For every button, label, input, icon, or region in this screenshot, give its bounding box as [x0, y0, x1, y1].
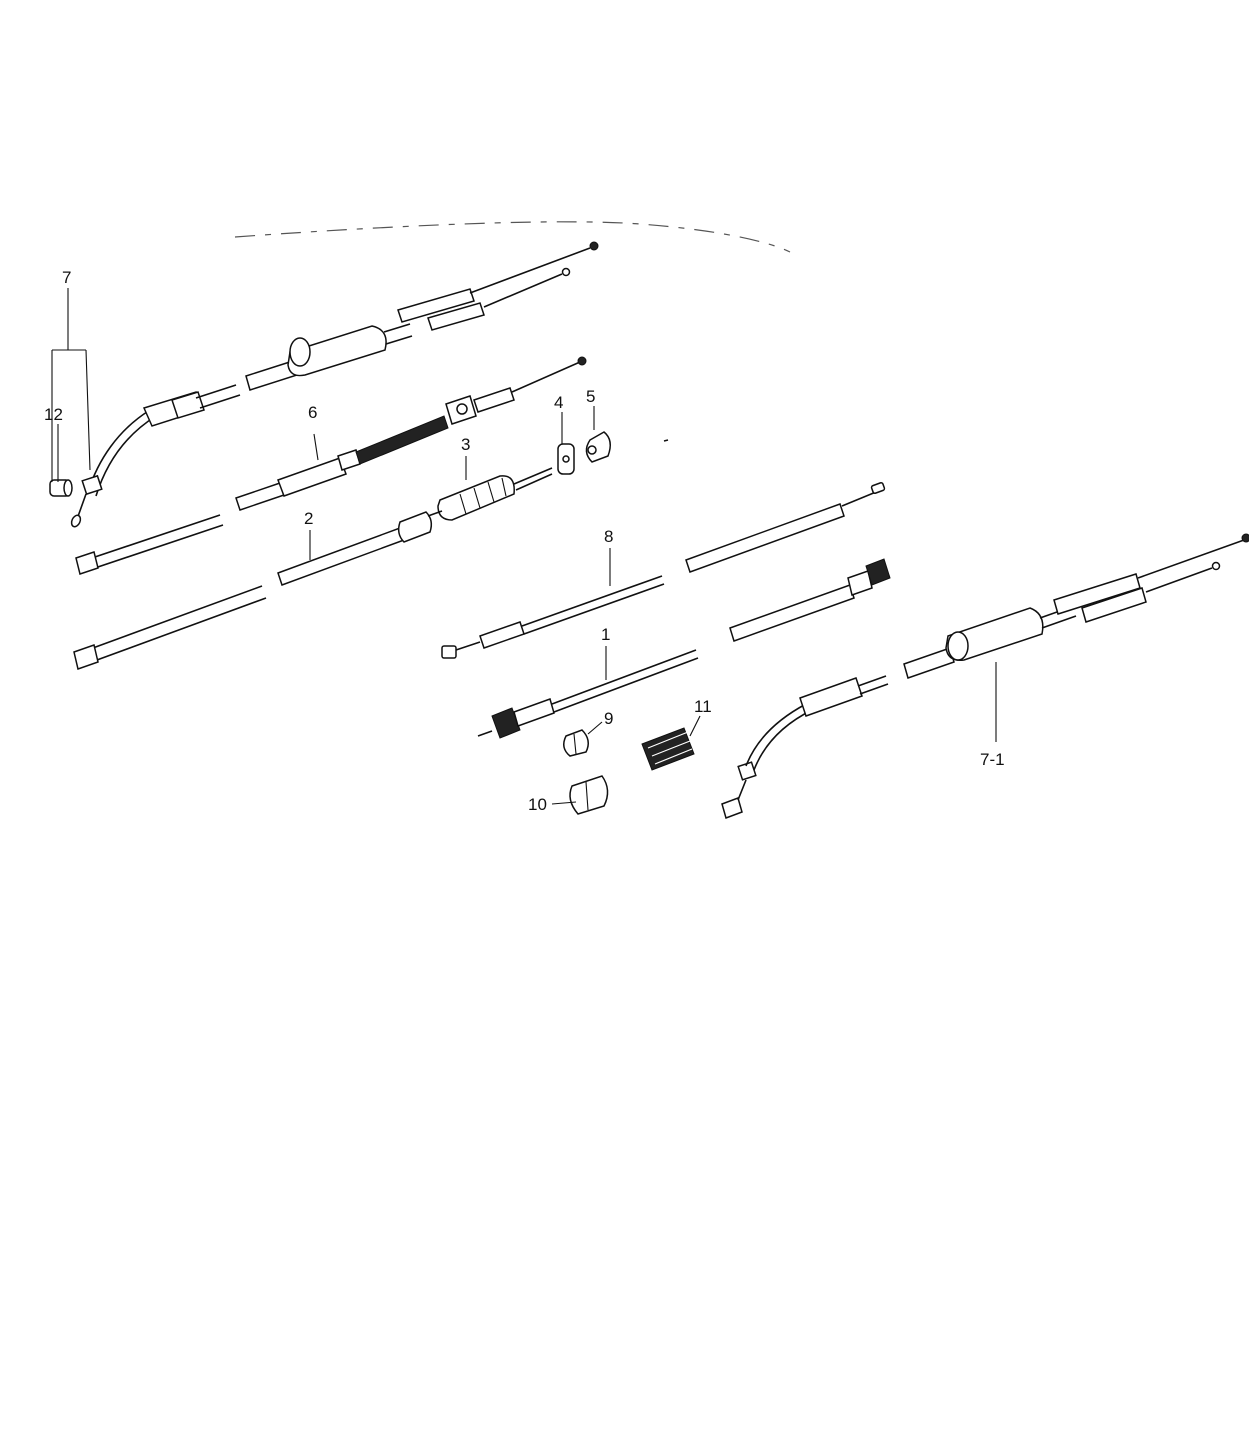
- leader-9: [587, 721, 603, 735]
- callout-labels: 7 12 6 3 4 5 2 8 1 9 10 11 7-1: [44, 268, 1005, 814]
- part-11-spring: [641, 727, 695, 771]
- callout-5: 5: [586, 387, 595, 406]
- callout-9: 9: [604, 709, 613, 728]
- callout-10: 10: [528, 795, 547, 814]
- part-3-adjuster-boot: [437, 467, 553, 521]
- part-7-1-throttle-cable: [721, 533, 1249, 819]
- part-4-fitting: [557, 443, 575, 475]
- part-6-cable: [75, 356, 587, 575]
- part-9-clip: [563, 729, 589, 757]
- background-dashed-curve: [234, 221, 791, 253]
- callout-7: 7: [62, 268, 71, 287]
- part-7-throttle-cable: [70, 241, 599, 528]
- callout-8: 8: [604, 527, 613, 546]
- part-8-cable: [441, 482, 886, 659]
- leader-10: [551, 801, 577, 805]
- callout-6: 6: [308, 403, 317, 422]
- part-10-clip: [569, 775, 609, 815]
- callout-12: 12: [44, 405, 63, 424]
- part-1-speedometer-cable: [477, 558, 891, 739]
- callout-11: 11: [694, 697, 712, 716]
- callout-2: 2: [304, 509, 313, 528]
- callout-1: 1: [601, 625, 610, 644]
- leader-11: [689, 715, 701, 737]
- leader-6: [313, 433, 319, 461]
- callout-4: 4: [554, 393, 563, 412]
- callout-7-1: 7-1: [980, 750, 1005, 769]
- leader-7: [51, 288, 91, 482]
- part-2-cable: [73, 510, 443, 670]
- callout-3: 3: [461, 435, 470, 454]
- leader-lines: [51, 288, 997, 805]
- stray-mark: [663, 439, 669, 442]
- part-5-fitting: [585, 431, 611, 463]
- part-12-cap: [49, 479, 73, 497]
